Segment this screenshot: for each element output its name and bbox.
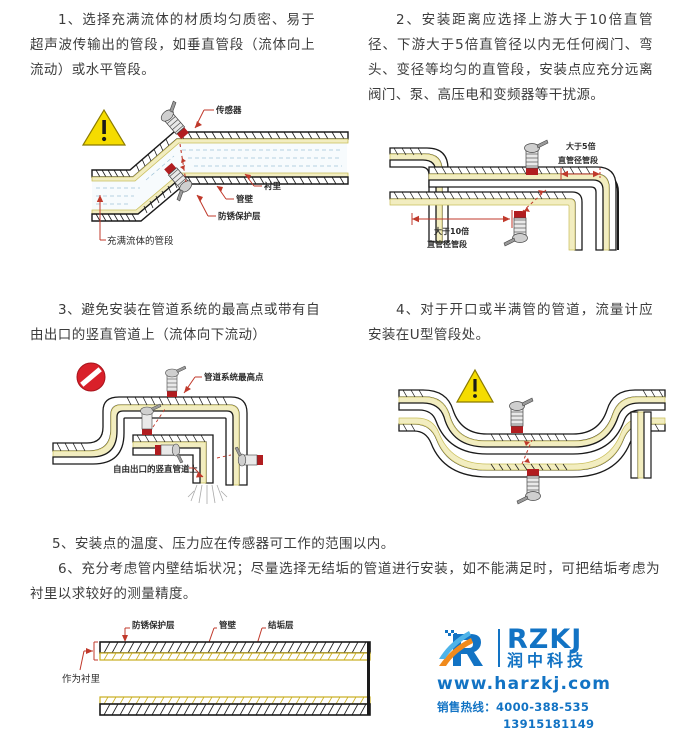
- label-rust-layer-text: 防锈保护层: [218, 211, 261, 222]
- instruction-item-5: 5、安装点的温度、压力应在传感器可工作的范围以内。: [52, 532, 652, 557]
- instruction-item-4: 4、对于开口或半满管的管道，流量计应安装在U型管段处。: [368, 298, 653, 348]
- free-outlet-spray: [187, 484, 228, 504]
- sales-mobile-number: 13915181149: [503, 717, 595, 731]
- label-free-outlet-text: 自由出口的竖直管道上: [113, 464, 199, 475]
- logo-divider: [498, 629, 500, 667]
- dim-upstream-line1: 大于10倍: [434, 226, 469, 236]
- logo-wordmark: RZKJ 润中科技: [507, 623, 588, 670]
- dim-downstream-line2: 直管径管段: [558, 155, 598, 165]
- company-footer: RZKJ 润中科技 www.harzkj.com 销售热线：4000-388-5…: [437, 626, 673, 732]
- pipe-hatching: [393, 147, 591, 200]
- pipe-u-body: [398, 389, 666, 455]
- instruction-item-4-text: 4、对于开口或半满管的管道，流量计应安装在U型管段处。: [368, 302, 653, 343]
- diagram-u-shaped-section: [395, 352, 670, 507]
- instruction-item-6: 6、充分考虑管内壁结垢状况；尽量选择无结垢的管道进行安装，如不能满足时，可把结垢…: [30, 557, 660, 607]
- sensor-right-icon: [234, 446, 263, 467]
- dim-downstream-line1: 大于5倍: [566, 141, 596, 151]
- label-pipe-wall-text: 管壁: [236, 194, 254, 205]
- sensor-lower-icon: [164, 162, 193, 202]
- label-sensor-text: 传感器: [215, 105, 242, 116]
- sales-hotline-number: 4000-388-535: [496, 700, 590, 714]
- label-scale-layer-text: 结垢层: [268, 620, 294, 631]
- sensor-upper-icon: [160, 100, 189, 140]
- sensor-middle-icon: [140, 403, 162, 435]
- label-as-lining-text: 作为衬里: [62, 673, 100, 685]
- prohibition-sign-icon: [76, 362, 106, 392]
- pipe-upper-loop: [52, 396, 248, 486]
- sensor-top-icon: [509, 397, 534, 433]
- dim-upstream: [411, 210, 513, 228]
- dim-upstream-line2: 直管径管段: [427, 239, 467, 249]
- ultrasonic-beam: [521, 439, 533, 465]
- diagram-inclined-full-pipe: 传感器 衬里 管壁 防锈保护层 充满流体的管段: [62, 92, 352, 262]
- sensor-top-icon: [524, 139, 549, 175]
- sales-hotline-label: 销售热线：: [437, 700, 496, 714]
- label-as-lining: [79, 641, 98, 671]
- label-highest-point-text: 管道系统最高点: [204, 372, 264, 383]
- diagram-pipe-scale-cross-section: 防锈保护层 管壁 结垢层: [62, 612, 407, 724]
- instruction-item-3: 3、避免安装在管道系统的最高点或带有自由出口的竖直管道上（流体向下流动）: [30, 298, 320, 348]
- label-rust-layer-text: 防锈保护层: [132, 620, 175, 631]
- label-pipe-wall-text: 管壁: [219, 620, 237, 631]
- diagram-forbidden-locations: 管道系统最高点 自由出口的竖直管道上: [45, 355, 345, 505]
- instruction-item-1-text: 1、选择充满流体的材质均匀质密、易于超声波传输出的管段，如垂直管段（流体向上流动…: [30, 12, 315, 78]
- sensor-bottom-icon: [516, 469, 541, 505]
- company-logo: RZKJ 润中科技: [437, 626, 673, 670]
- instruction-item-1: 1、选择充满流体的材质均匀质密、易于超声波传输出的管段，如垂直管段（流体向上流动…: [30, 8, 315, 83]
- instruction-item-3-text: 3、避免安装在管道系统的最高点或带有自由出口的竖直管道上（流体向下流动）: [30, 302, 320, 343]
- sensor-left-icon: [155, 443, 184, 464]
- ultrasonic-beam: [179, 143, 187, 183]
- warning-triangle-icon: [455, 368, 495, 403]
- label-full-pipe-text: 充满流体的管段: [107, 235, 174, 247]
- company-website[interactable]: www.harzkj.com: [437, 674, 612, 694]
- instruction-item-5-text: 5、安装点的温度、压力应在传感器可工作的范围以内。: [52, 536, 395, 552]
- rzkj-logo-mark: [437, 626, 497, 670]
- instruction-item-2-text: 2、安装距离应选择上游大于10倍直管径、下游大于5倍直管径以内无任何阀门、弯头、…: [368, 12, 653, 103]
- logo-chinese-name: 润中科技: [507, 650, 588, 670]
- instruction-item-6-text: 6、充分考虑管内壁结垢状况；尽量选择无结垢的管道进行安装，如不能满足时，可把结垢…: [30, 561, 660, 602]
- label-lining-text: 衬里: [264, 181, 282, 192]
- label-full-pipe: [99, 195, 106, 241]
- sales-hotline: 销售热线：4000-388-535: [437, 699, 673, 715]
- warning-triangle-icon: [81, 108, 127, 146]
- logo-rzkj-text: RZKJ: [507, 623, 583, 655]
- pipe-body: [389, 147, 449, 243]
- diagram-straight-run-distances: 大于5倍 直管径管段 大于10倍 直管径管段: [372, 130, 667, 280]
- instruction-item-2: 2、安装距离应选择上游大于10倍直管径、下游大于5倍直管径以内无任何阀门、弯头、…: [368, 8, 653, 108]
- sensor-top-icon: [165, 365, 187, 397]
- sensor-bottom-icon: [503, 211, 528, 247]
